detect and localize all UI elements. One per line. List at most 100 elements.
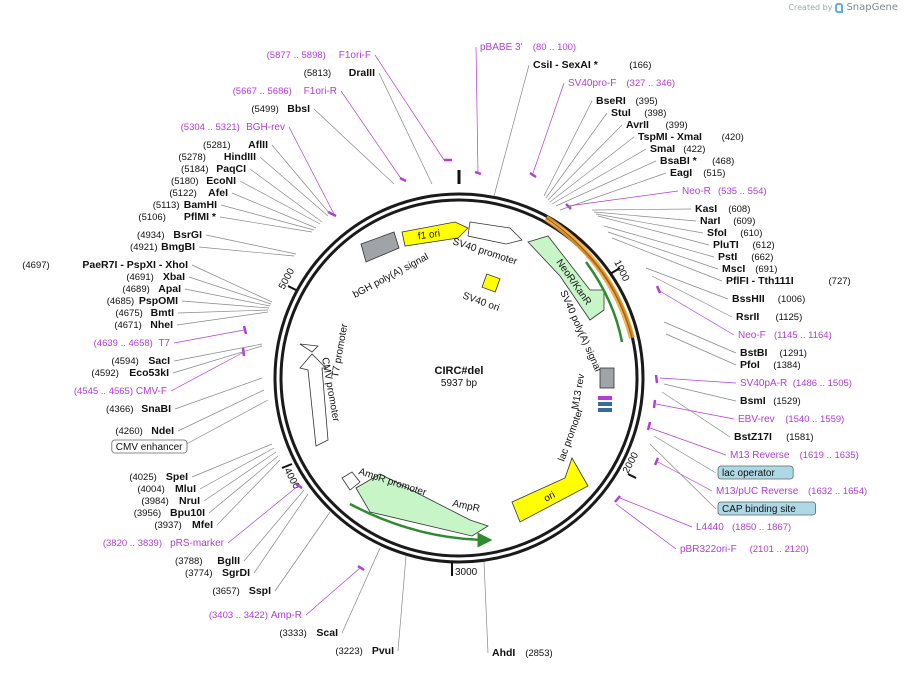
primer-sv40pro-f[interactable]: SV40pro-F(327 .. 346) xyxy=(568,78,675,89)
site-afei[interactable]: AfeI(5122) xyxy=(169,187,228,199)
position-bsrgi: (4934) xyxy=(137,230,164,241)
site-bmti[interactable]: BmtI(4675) xyxy=(115,307,174,319)
leader-mlui xyxy=(199,447,275,490)
site-spei[interactable]: SpeI(4025) xyxy=(129,471,188,483)
primer-neo-f[interactable]: Neo-F(1145 .. 1164) xyxy=(738,330,832,341)
site-bseri[interactable]: BseRI(395) xyxy=(596,95,658,107)
primer-neo-r[interactable]: Neo-R(535 .. 554) xyxy=(682,186,767,197)
site-bsmi[interactable]: BsmI(1529) xyxy=(740,395,801,407)
primer-m13-puc-reverse[interactable]: M13/pUC Reverse(1632 .. 1654) xyxy=(716,486,867,497)
site-pspomi[interactable]: PspOMI(4685) xyxy=(107,295,178,307)
site-bamhi[interactable]: BamHI(5113) xyxy=(153,199,217,211)
site-stui[interactable]: StuI(398) xyxy=(611,107,666,119)
primer-m13-reverse[interactable]: M13 Reverse(1619 .. 1635) xyxy=(730,450,859,461)
feature-f1-ori[interactable]: f1 ori xyxy=(401,221,469,247)
feature-sv40-ori[interactable]: SV40 ori xyxy=(461,273,501,314)
site-apai[interactable]: ApaI(4689) xyxy=(122,283,181,295)
site-pflfi-tth111i[interactable]: PflFI - Tth111I(727) xyxy=(726,275,851,287)
name-neo-f: Neo-F xyxy=(738,330,766,341)
site-bstz17i[interactable]: BstZ17I(1581) xyxy=(734,431,814,443)
position-ahdi: (2853) xyxy=(525,648,552,659)
primer-bgh-rev[interactable]: BGH-rev(5304 .. 5321) xyxy=(181,122,285,133)
name-scai: ScaI xyxy=(316,627,338,639)
site-saci[interactable]: SacI(4594) xyxy=(111,355,170,367)
site-bsrgi[interactable]: BsrGI(4934) xyxy=(137,229,202,241)
primer-ebv-rev[interactable]: EBV-rev(1540 .. 1559) xyxy=(738,414,844,425)
site-bmgbi[interactable]: BmgBI(4921) xyxy=(130,241,195,253)
site-eagi[interactable]: EagI(515) xyxy=(670,167,725,179)
feature-ampr[interactable]: AmpR xyxy=(355,473,489,537)
primer-l4440[interactable]: L4440(1850 .. 1867) xyxy=(696,522,791,533)
primer-amp-r[interactable]: Amp-R(3403 .. 3422) xyxy=(209,610,302,621)
name-pfoi: PfoI xyxy=(740,359,760,371)
site-tspmi-xmai[interactable]: TspMI - XmaI(420) xyxy=(638,131,744,143)
feature-ori[interactable]: ori xyxy=(511,457,589,523)
site-draiii[interactable]: DraIII(5813) xyxy=(304,67,375,79)
site-paqci[interactable]: PaqCI(5184) xyxy=(181,163,246,175)
site-sgrdi[interactable]: SgrDI(3774) xyxy=(185,567,250,579)
site-bbsi[interactable]: BbsI(5499) xyxy=(251,103,310,115)
site-avrii[interactable]: AvrII(399) xyxy=(626,119,688,131)
feature-label-t7-promoter: T7 promoter xyxy=(330,322,350,378)
leader-econi xyxy=(239,180,321,225)
site-xbai[interactable]: XbaI(4691) xyxy=(126,271,185,283)
site-eco53ki[interactable]: Eco53kI(4592) xyxy=(91,367,169,379)
site-bpu10i[interactable]: Bpu10I(3956) xyxy=(134,507,205,519)
site-nrui[interactable]: NruI(3984) xyxy=(141,495,200,507)
name-cmv-f: CMV-F xyxy=(136,386,167,397)
primer-pbr322ori-f[interactable]: pBR322ori-F(2101 .. 2120) xyxy=(680,544,809,555)
primer-pbabe-3[interactable]: pBABE 3'(80 .. 100) xyxy=(480,42,576,53)
site-nhei[interactable]: NheI(4671) xyxy=(114,319,173,331)
position-pfoi: (1384) xyxy=(773,360,800,371)
site-pflmi[interactable]: PflMI *(5106) xyxy=(138,211,216,223)
primer-prs-marker[interactable]: pRS-marker(3820 .. 3839) xyxy=(103,538,225,549)
tick-2000: 2000 xyxy=(621,450,641,479)
site-bsshii[interactable]: BssHII(1006) xyxy=(732,293,805,305)
site-econi[interactable]: EcoNI(5180) xyxy=(171,175,236,187)
position-smai: (422) xyxy=(683,144,705,155)
name-eco53ki: Eco53kI xyxy=(129,367,169,379)
site-sspi[interactable]: SspI(3657) xyxy=(212,585,271,597)
primer-f1ori-f[interactable]: F1ori-F(5877 .. 5898) xyxy=(267,50,371,61)
primer-sv40pa-r[interactable]: SV40pA-R(1486 .. 1505) xyxy=(740,378,852,389)
feature-label-m13-rev: M13 rev xyxy=(570,373,587,410)
primer-t7[interactable]: T7(4639 .. 4658) xyxy=(94,338,171,349)
site-nari[interactable]: NarI(609) xyxy=(700,215,755,227)
site-mlui[interactable]: MluI(4004) xyxy=(137,483,196,495)
site-bglii[interactable]: BglII(3788) xyxy=(175,555,240,567)
leader-nrui xyxy=(203,451,277,502)
site-snabi[interactable]: SnaBI(4366) xyxy=(106,403,171,415)
site-hindiii[interactable]: HindIII(5278) xyxy=(178,151,256,163)
name-mfei: MfeI xyxy=(192,519,213,531)
feature-cmv-enhancer[interactable]: CMV enhancer xyxy=(111,439,188,454)
leader-cap-binding-site xyxy=(649,443,717,510)
site-ahdi[interactable]: AhdI(2853) xyxy=(492,647,553,659)
site-bsabi[interactable]: BsaBI *(468) xyxy=(660,155,734,167)
site-csii-sexai[interactable]: CsiI - SexAI *(166) xyxy=(533,59,651,71)
site-paer7i-pspxi-xhoi[interactable]: PaeR7I - PspXI - XhoI(4697) xyxy=(22,259,188,271)
name-neo-r: Neo-R xyxy=(682,186,711,197)
site-scai[interactable]: ScaI(3333) xyxy=(279,627,338,639)
primer-f1ori-r[interactable]: F1ori-R(5667 .. 5686) xyxy=(233,86,337,97)
site-msci[interactable]: MscI(691) xyxy=(722,263,777,275)
site-smai[interactable]: SmaI(422) xyxy=(650,143,705,155)
name-econi: EcoNI xyxy=(206,175,236,187)
site-pvui[interactable]: PvuI(3223) xyxy=(335,645,394,657)
feature-lac-operator[interactable]: lac operator xyxy=(717,465,794,480)
site-pluti[interactable]: PluTI(612) xyxy=(713,239,775,251)
leader-bstbi xyxy=(663,321,737,354)
site-mfei[interactable]: MfeI(3937) xyxy=(154,519,213,531)
feature-cap-binding-site[interactable]: CAP binding site xyxy=(717,501,816,516)
site-bstbi[interactable]: BstBI(1291) xyxy=(740,347,807,359)
site-rsrii[interactable]: RsrII(1125) xyxy=(736,311,802,323)
site-aflii[interactable]: AflII(5281) xyxy=(203,139,268,151)
feature-m13-rev[interactable]: M13 rev xyxy=(570,367,615,412)
primer-cmv-f[interactable]: CMV-F(4545 .. 4565) xyxy=(74,386,167,397)
site-pfoi[interactable]: PfoI (1384) xyxy=(740,359,801,371)
site-ndei[interactable]: NdeI(4260) xyxy=(115,425,174,437)
site-sfoi[interactable]: SfoI(610) xyxy=(707,227,762,239)
name-rsrii: RsrII xyxy=(736,311,759,323)
leader-avrii xyxy=(547,124,623,201)
site-psti[interactable]: PstI(662) xyxy=(718,251,773,263)
site-kasi[interactable]: KasI(608) xyxy=(695,203,750,215)
